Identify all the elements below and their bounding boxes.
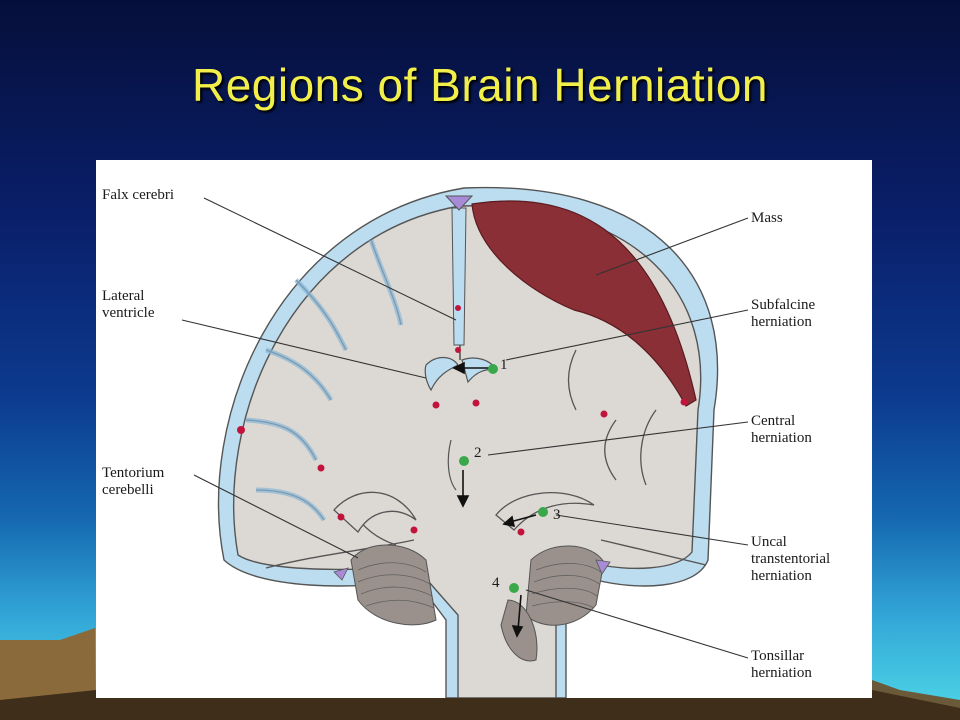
blood-vessels	[237, 305, 688, 536]
lateral-ventricle-left	[424, 356, 459, 392]
temporal-lobe-left	[333, 491, 417, 534]
label-central-herniation: Central herniation	[751, 413, 812, 446]
leader-lines	[181, 197, 749, 659]
marker-3: 3	[553, 507, 561, 523]
label-falx-cerebri: Falx cerebri	[102, 187, 175, 203]
label-lateral-ventricle: Lateral ventricle	[102, 288, 155, 321]
label-mass: Mass	[751, 210, 783, 226]
tentorium-line	[265, 539, 707, 569]
marker-1: 1	[500, 357, 508, 373]
label-tonsillar-herniation: Tonsillar herniation	[751, 648, 812, 681]
herniation-markers	[459, 364, 548, 593]
label-uncal-transtentorial-herniation: Uncal transtentorial herniation	[751, 534, 831, 584]
slide-title: Regions of Brain Herniation	[191, 59, 769, 111]
label-tentorium-cerebelli: Tentorium cerebelli	[102, 465, 165, 498]
brain-illustration	[181, 186, 749, 698]
marker-4: 4	[492, 575, 500, 591]
sulci-right	[567, 349, 657, 486]
herniation-arrows	[452, 361, 537, 638]
mass	[471, 200, 697, 407]
marker-2: 2	[474, 445, 482, 461]
sagittal-sinus	[444, 195, 474, 211]
label-subfalcine-herniation: Subfalcine herniation	[751, 297, 816, 330]
herniation-diagram: Falx cerebri Lateral ventricle Tentorium…	[96, 160, 872, 698]
